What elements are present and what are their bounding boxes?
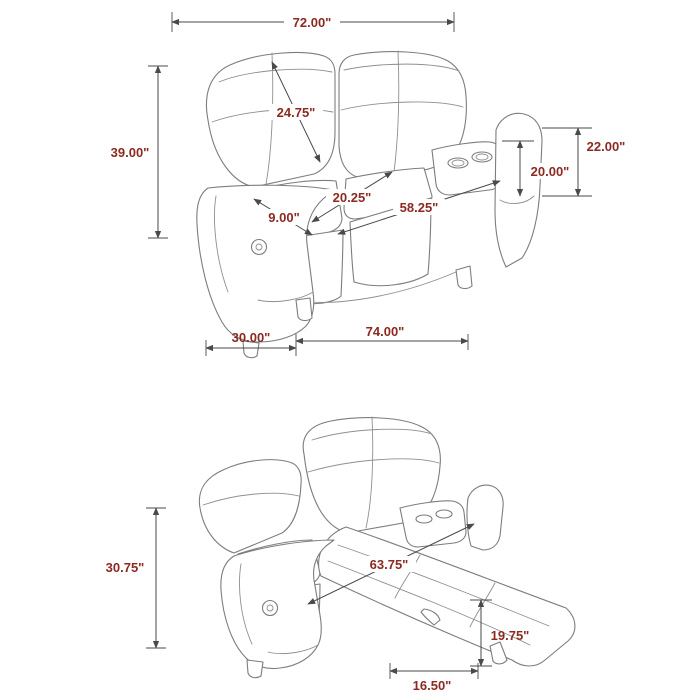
extension-line [542, 127, 592, 197]
cupholder-right-inner [475, 153, 489, 161]
dim-label-back-height: 24.75" [277, 105, 316, 120]
armrest-left-reclined-seams [239, 563, 319, 655]
dim-arm-height: 22.00" [542, 127, 626, 197]
label-background [524, 163, 576, 179]
power-button-icon [250, 238, 268, 256]
armrest-right-seam [499, 195, 535, 204]
footrest-extended [318, 526, 576, 667]
dim-label-overall-width: 72.00" [293, 15, 332, 30]
armrest-right-reclined [466, 484, 504, 551]
armrest-right [494, 112, 543, 268]
dim-footrest-height: 19.75" [470, 599, 530, 667]
dim-reclined-length: 63.75" [307, 523, 475, 605]
footrest-support-leg [489, 641, 508, 665]
back-cushion-left-reclined [198, 459, 302, 554]
power-button-inner [255, 243, 263, 251]
dim-base-width: 74.00" [295, 324, 469, 350]
dim-label-seat-depth: 20.25" [333, 190, 372, 205]
power-button-icon-reclined [261, 599, 279, 617]
dim-overall-width: 72.00" [171, 12, 455, 32]
back-cushion-right-seams [340, 50, 464, 173]
dim-label-base-width: 74.00" [366, 324, 405, 339]
dim-label-footrest-depth: 16.50" [413, 678, 452, 693]
dim-label-reclined-length: 63.75" [370, 557, 409, 572]
label-background [284, 14, 340, 30]
dim-arm-width: 9.00" [253, 198, 313, 236]
dim-label-reclined-height: 30.75" [106, 560, 145, 575]
cupholder-left-inner [451, 159, 465, 167]
cupholder-left [447, 157, 469, 169]
label-background [263, 209, 305, 225]
cupholder-right [471, 151, 493, 163]
back-cushion-right-reclined-seams [307, 416, 440, 529]
cupholder-right-reclined [435, 509, 453, 519]
foot-left-reclined [246, 659, 264, 679]
dim-label-console-height: 20.00" [531, 164, 570, 179]
power-button-inner-reclined [266, 604, 274, 612]
dim-label-arm-width: 9.00" [268, 210, 299, 225]
recline-handle [420, 608, 441, 626]
label-background [269, 104, 323, 120]
console [431, 141, 505, 196]
dim-reclined-height: 30.75" [106, 507, 166, 649]
foot-middle [295, 297, 313, 322]
cupholder-left-reclined [415, 514, 433, 524]
dim-overall-depth: 30.00" [205, 330, 297, 356]
console-reclined [399, 500, 467, 548]
dim-label-footrest-height: 19.75" [491, 628, 530, 643]
dim-back-height: 24.75" [269, 61, 323, 163]
label-background [362, 556, 416, 572]
dim-overall-height: 39.00" [111, 65, 168, 239]
dim-footrest-depth: 16.50" [389, 663, 479, 693]
dim-label-seat-width: 58.25" [400, 200, 439, 215]
armrest-left-seams [214, 195, 314, 303]
dim-label-overall-height: 39.00" [111, 145, 150, 160]
dim-console-height: 20.00" [502, 140, 576, 197]
dim-seat-width: 58.25" [337, 180, 501, 235]
dim-label-overall-depth: 30.00" [232, 330, 271, 345]
label-background [393, 199, 445, 215]
foot-right [455, 265, 473, 290]
dim-label-arm-height: 22.00" [587, 139, 626, 154]
back-cushion-left-reclined-seam [202, 492, 300, 506]
